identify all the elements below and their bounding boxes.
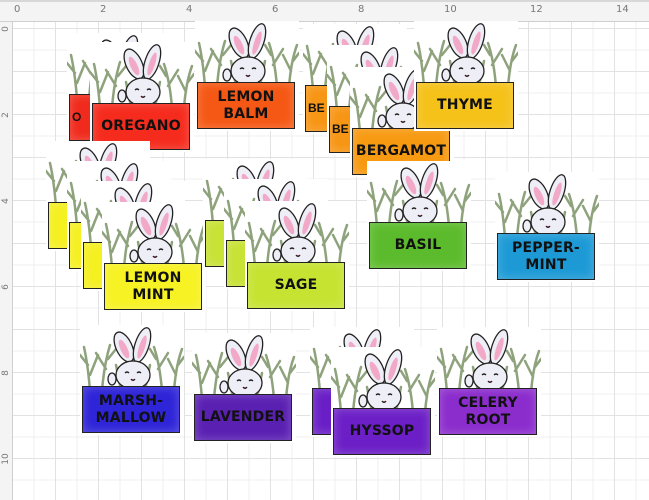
bunny-grass-icon [331,347,435,413]
ruler-top-label: 6 [272,4,279,15]
bunny-grass-icon [90,42,194,108]
label-text: BE [332,122,349,136]
ruler-left-label: 2 [1,112,11,118]
plant-label-card[interactable]: OREGANO [90,42,194,152]
bunny-grass-icon [192,333,296,399]
plant-label-card[interactable]: BASIL [367,161,471,271]
label-sign: THYME [416,82,514,129]
bunny-grass-icon [495,172,599,238]
label-text: MARSH-MALLOW [95,392,167,426]
bunny-grass-icon [437,327,541,393]
ruler-left-label: 6 [1,284,11,290]
ruler-left-label: 10 [1,453,11,465]
label-sign: MARSH-MALLOW [82,386,180,433]
label-sign: HYSSOP [333,408,431,455]
horizontal-ruler: 0 2 4 6 8 10 12 14 [0,0,649,22]
label-sign: BASIL [369,222,467,269]
label-sign: SAGE [247,262,345,309]
plant-label-card[interactable]: THYME [414,21,518,131]
bunny-grass-icon [367,161,471,227]
plant-label-card[interactable]: LAVENDER [192,333,296,443]
vertical-ruler: 0 2 4 6 8 10 [0,22,13,500]
ruler-top-label: 0 [14,4,21,15]
label-text: O [72,110,82,124]
ruler-top-label: 12 [530,4,543,15]
ruler-left-label: 4 [1,198,11,204]
label-text: SAGE [274,277,318,293]
bunny-grass-icon [195,21,299,87]
label-text: BERGAMOT [355,143,447,159]
plant-label-card[interactable]: SAGE [245,201,349,311]
bunny-grass-icon [80,325,184,391]
ruler-left-label: 0 [1,26,11,32]
label-sign: PEPPER-MINT [497,233,595,280]
ruler-left-label: 8 [1,370,11,376]
label-text: OREGANO [101,118,181,134]
ruler-top-label: 8 [358,4,365,15]
label-text: LAVENDER [200,409,286,425]
ruler-top-label: 14 [616,4,629,15]
ruler-top-label: 2 [100,4,107,15]
label-sign: LAVENDER [194,394,292,441]
label-text: PEPPER-MINT [512,239,580,273]
plant-label-card[interactable]: MARSH-MALLOW [80,325,184,435]
label-text: THYME [437,97,493,113]
label-text: HYSSOP [349,423,415,439]
ruler-top-label: 4 [186,4,193,15]
plant-label-card[interactable]: HYSSOP [331,347,435,457]
bunny-grass-icon [414,21,518,87]
label-text: BE [308,101,325,115]
plant-label-card[interactable]: PEPPER-MINT [495,172,599,282]
bunny-grass-icon [245,201,349,267]
label-text: BASIL [394,237,442,253]
bunny-grass-icon [102,202,206,268]
ruler-top-label: 10 [444,4,457,15]
